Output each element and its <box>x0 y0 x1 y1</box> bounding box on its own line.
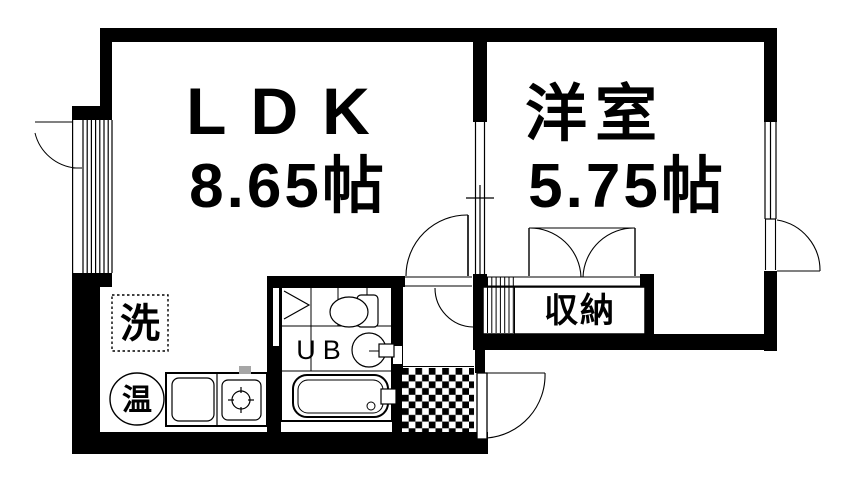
toilet-bowl <box>329 296 369 328</box>
bathtub-drain <box>366 401 376 411</box>
kitchen-counter <box>165 366 268 427</box>
wall-gap-hallway-left <box>393 346 402 364</box>
storage-hatch <box>487 277 515 334</box>
unit-bath: UB <box>280 286 397 422</box>
western-room-size: 5.75帖 <box>528 152 726 221</box>
window-right <box>764 122 777 220</box>
ub-label: UB <box>296 335 348 365</box>
door-swing-arc <box>405 214 469 277</box>
wall-bottom-right <box>475 334 777 350</box>
bathtub <box>292 374 389 418</box>
wall-ub-top <box>267 276 405 287</box>
tap-icon <box>239 366 251 374</box>
window-left-swing <box>34 121 82 169</box>
wall-right-upper <box>764 28 777 122</box>
door-swing-arc <box>582 227 636 278</box>
wall-gap-ub-left <box>273 288 279 346</box>
room-ldk: LDK 8.65帖 <box>186 74 394 221</box>
closet-double-doors <box>528 227 636 278</box>
stove-burner-icon <box>228 387 254 413</box>
wall-left-lower <box>72 287 100 454</box>
western-room-name: 洋室 <box>525 80 665 149</box>
window-cap-bottom <box>72 273 112 287</box>
wall-top <box>100 28 777 42</box>
door-ldk-hallway <box>405 214 474 328</box>
wall-bottom-left <box>72 432 488 454</box>
entrance-door-leaf <box>476 372 488 440</box>
ub-door-triangle-icon <box>283 290 311 320</box>
ldk-name: LDK <box>186 74 394 148</box>
wall-partition-upper <box>473 42 487 122</box>
genkan-checker-floor <box>402 368 474 432</box>
water-heater-circle <box>109 372 165 426</box>
bathtub-faucet <box>380 388 397 405</box>
storage-outline <box>482 286 646 335</box>
storage-closet: 収納 <box>482 227 646 335</box>
washing-machine-label: 洗 <box>120 302 160 346</box>
wall-right-mid <box>764 271 777 351</box>
wall-genkan-stub <box>475 343 485 373</box>
washing-machine-box <box>111 294 169 352</box>
window-cap-top <box>72 106 112 120</box>
door-swing-arc <box>528 227 582 278</box>
wall-left-upper <box>100 28 112 108</box>
basin-faucet <box>378 343 395 358</box>
stove-top <box>221 379 262 421</box>
door-swing-arc-hallway <box>434 287 474 328</box>
water-heater-label: 温 <box>122 384 152 417</box>
entrance-door-swing-arc <box>486 372 546 439</box>
window-left <box>71 120 113 273</box>
storage-label: 収納 <box>544 292 616 330</box>
door-swing-arc <box>776 219 821 272</box>
room-western: 洋室 5.75帖 <box>525 80 726 221</box>
ldk-size: 8.65帖 <box>189 152 387 221</box>
door-right-exterior <box>764 219 821 272</box>
genkan <box>402 366 546 440</box>
sliding-partition <box>466 122 494 276</box>
kitchen-sink <box>171 377 215 422</box>
